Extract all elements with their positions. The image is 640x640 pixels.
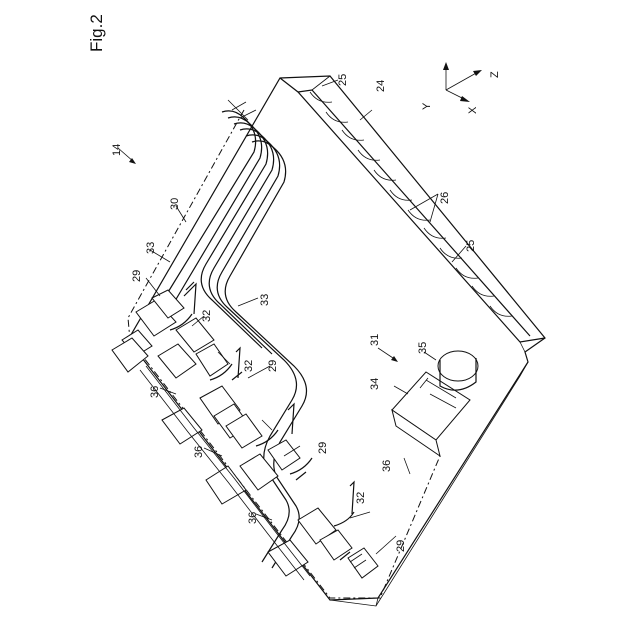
drive-unit bbox=[392, 351, 478, 456]
label-25-top: 25 bbox=[337, 74, 349, 86]
label-36-1: 36 bbox=[149, 386, 161, 398]
axis-z-label: Z bbox=[489, 71, 501, 78]
label-32-3: 32 bbox=[355, 492, 367, 504]
label-26: 26 bbox=[439, 192, 451, 204]
device-array bbox=[112, 282, 378, 580]
label-36-3: 36 bbox=[247, 512, 259, 524]
figure-title: Fig.2 bbox=[87, 14, 106, 52]
label-24: 24 bbox=[375, 80, 387, 92]
label-36-4: 36 bbox=[381, 460, 393, 472]
label-36-2: 36 bbox=[193, 446, 205, 458]
label-29-3: 29 bbox=[317, 442, 329, 454]
label-33-top: 33 bbox=[145, 242, 157, 254]
label-29-top: 29 bbox=[131, 270, 143, 282]
device-group-3 bbox=[162, 386, 294, 448]
axis-triad: Y Z X bbox=[421, 62, 501, 114]
label-30: 30 bbox=[169, 198, 181, 210]
label-33-mid: 33 bbox=[259, 294, 271, 306]
label-34: 34 bbox=[369, 378, 381, 390]
device-group-4 bbox=[206, 440, 312, 504]
label-32-2: 32 bbox=[243, 360, 255, 372]
axis-x-label: X bbox=[467, 106, 479, 114]
label-35: 35 bbox=[417, 342, 429, 354]
label-25-bottom: 25 bbox=[465, 240, 477, 252]
label-29-4: 29 bbox=[395, 540, 407, 552]
device-group-2 bbox=[158, 318, 242, 380]
label-29-2: 29 bbox=[267, 360, 279, 372]
label-14: 14 bbox=[111, 144, 123, 156]
label-32-1: 32 bbox=[201, 310, 213, 322]
axis-y-label: Y bbox=[421, 102, 433, 110]
device-group-5 bbox=[268, 482, 354, 576]
label-31: 31 bbox=[369, 334, 381, 346]
